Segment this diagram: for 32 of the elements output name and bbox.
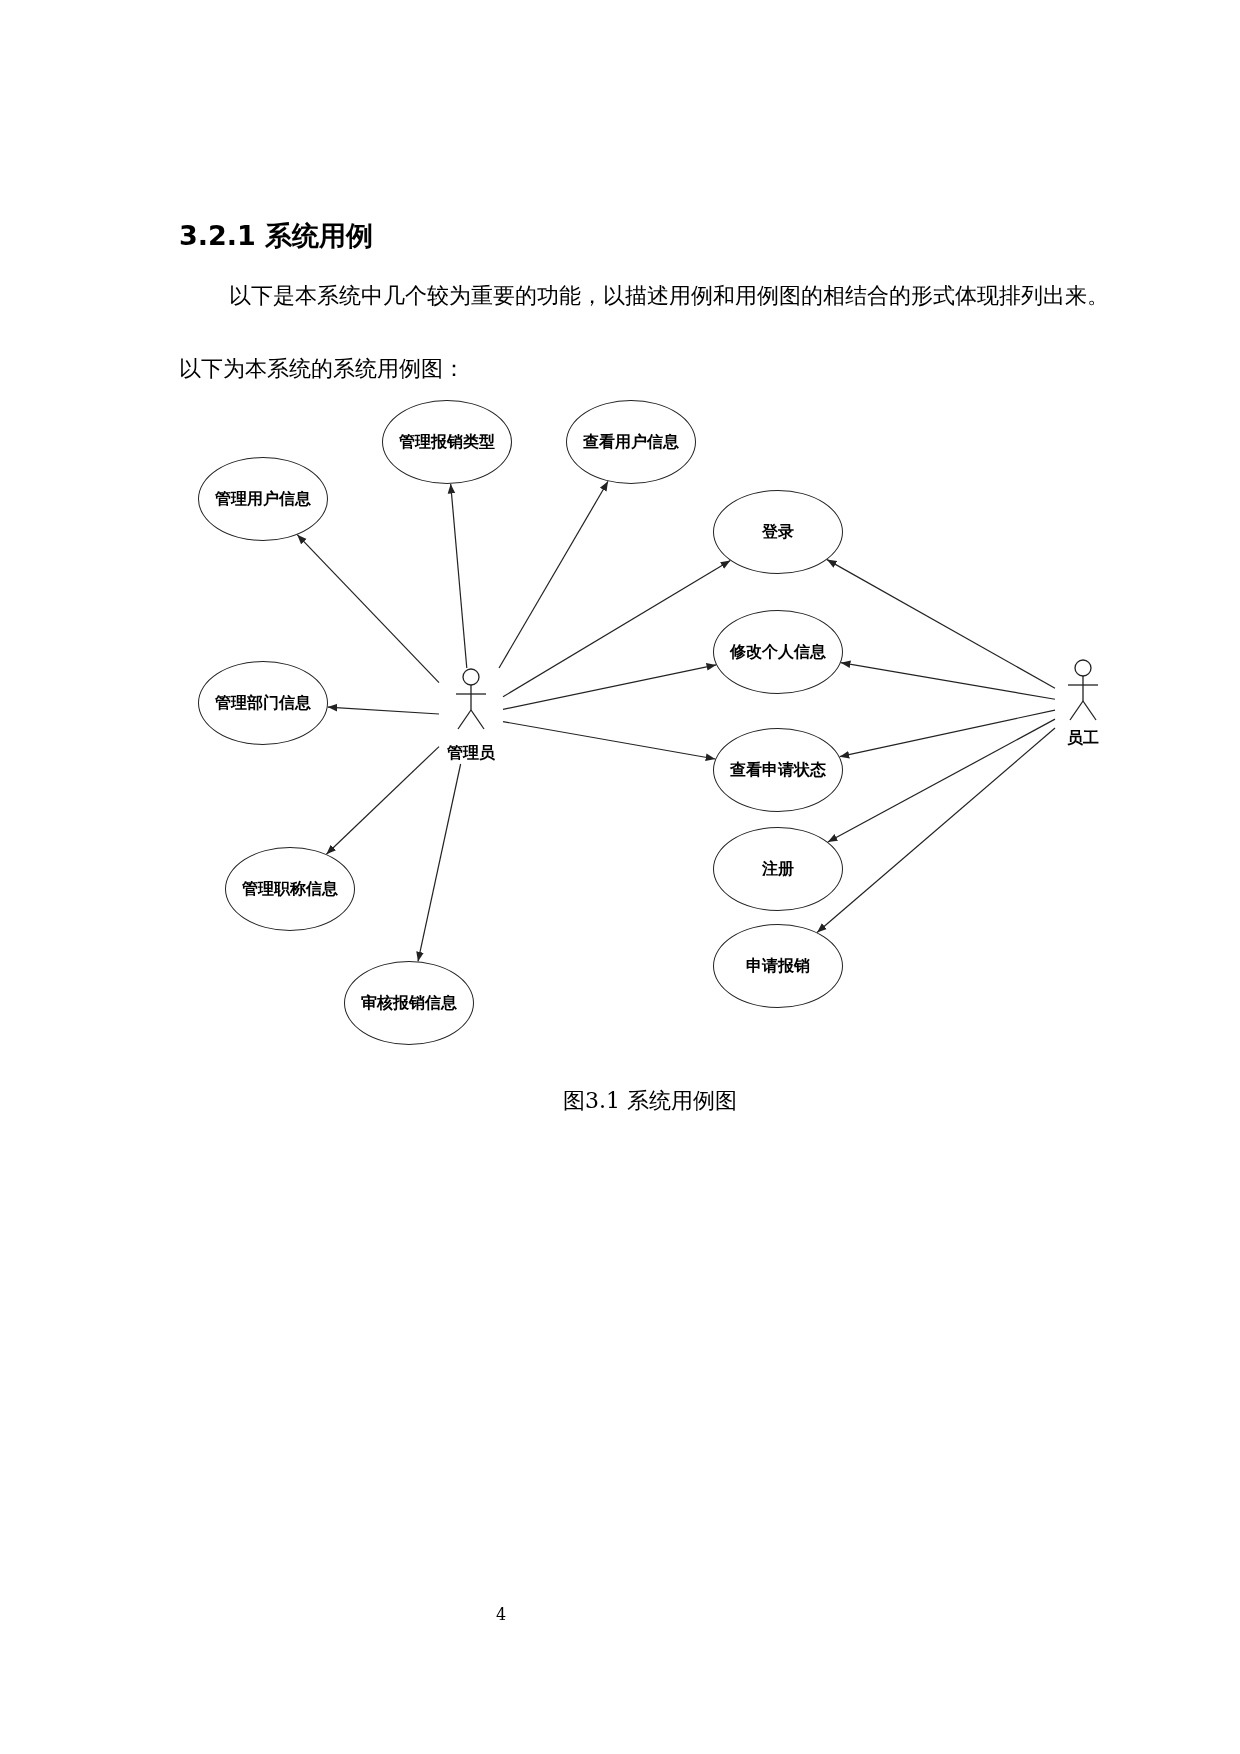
association-arrow (827, 718, 1056, 843)
section-heading: 3.2.1 系统用例 (179, 219, 374, 253)
use-case-ellipse: 管理部门信息 (198, 661, 328, 745)
use-case-ellipse: 修改个人信息 (713, 610, 843, 694)
use-case-ellipse: 管理用户信息 (198, 457, 328, 541)
association-arrow (502, 721, 716, 762)
use-case-ellipse: 注册 (713, 827, 843, 911)
association-arrow (502, 663, 717, 710)
page-number: 4 (496, 1605, 507, 1624)
use-case-ellipse: 登录 (713, 490, 843, 574)
use-case-ellipse: 管理职称信息 (225, 847, 355, 931)
association-arrow (816, 727, 1056, 934)
figure-caption: 图3.1 系统用例图 (562, 1087, 738, 1115)
body-text: 以下为本系统的系统用例图： (179, 355, 465, 383)
association-arrow (447, 483, 468, 669)
association-arrow (296, 534, 440, 684)
association-arrow (502, 559, 731, 698)
actor-label: 员工 (1066, 728, 1100, 749)
use-case-ellipse: 查看用户信息 (566, 400, 696, 484)
use-case-ellipse: 管理报销类型 (382, 400, 512, 484)
use-case-ellipse: 查看申请状态 (713, 728, 843, 812)
association-arrow (826, 559, 1056, 689)
association-arrow (839, 709, 1056, 759)
association-arrow (840, 660, 1056, 700)
body-paragraph: 以下是本系统中几个较为重要的功能，以描述用例和用例图的相结合的形式体现排列出来。 (228, 282, 1110, 310)
association-arrow (325, 746, 440, 855)
use-case-ellipse: 申请报销 (713, 924, 843, 1008)
association-arrow (327, 703, 440, 715)
association-arrow (498, 480, 609, 669)
actor-label: 管理员 (446, 743, 496, 764)
association-arrow (416, 763, 462, 962)
use-case-ellipse: 审核报销信息 (344, 961, 474, 1045)
